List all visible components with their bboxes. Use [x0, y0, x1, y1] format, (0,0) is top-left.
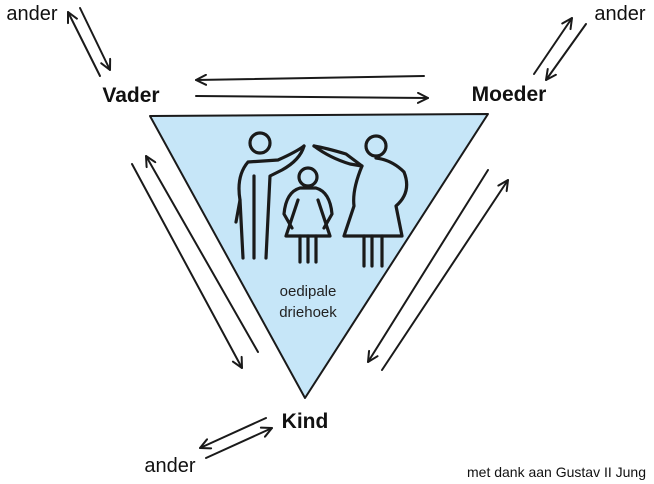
arrow-other-to-father: [79, 7, 112, 71]
arrow-other-to-child: [205, 426, 273, 459]
mother-label: Moeder: [472, 83, 547, 106]
arrow-child-to-father: [145, 155, 259, 353]
other-label-top-right: ander: [594, 3, 645, 25]
arrow-mother-to-child: [367, 169, 489, 363]
arrow-mother-to-other: [533, 17, 573, 75]
arrow-child-to-other: [199, 417, 267, 450]
child-figure-icon: [282, 166, 334, 264]
father-label: Vader: [102, 84, 159, 107]
arrow-child-to-mother: [381, 179, 509, 371]
family-figures-icon: [234, 131, 409, 268]
other-label-top-left: ander: [6, 3, 57, 25]
credit-text: met dank aan Gustav II Jung: [467, 464, 646, 480]
arrow-mother-to-father: [195, 73, 425, 86]
arrow-father-to-other: [67, 11, 101, 77]
mother-figure-icon: [312, 134, 409, 268]
arrow-other-to-mother: [545, 23, 587, 81]
father-figure-icon: [234, 131, 306, 260]
other-label-bottom-left: ander: [144, 455, 195, 477]
center-label-line1: oedipale: [280, 283, 337, 300]
child-label: Kind: [282, 410, 329, 433]
triangle: [149, 113, 489, 399]
arrow-father-to-child: [131, 163, 243, 369]
arrow-father-to-mother: [195, 91, 429, 104]
center-label-line2: driehoek: [279, 304, 337, 321]
